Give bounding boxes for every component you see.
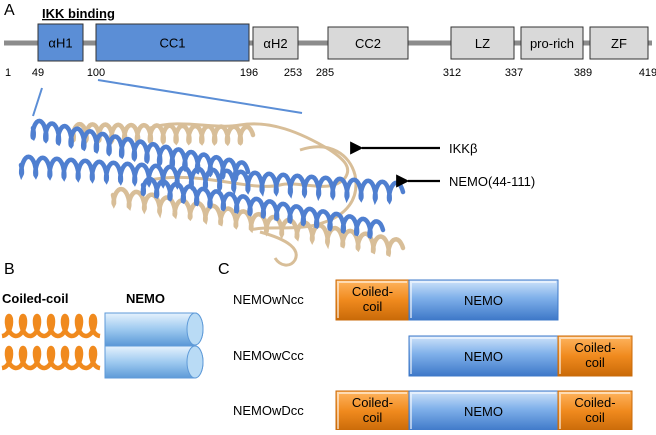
panel-a-label: A <box>4 2 15 19</box>
ikkb-loop-lower <box>249 145 358 232</box>
coiled-coil-segment <box>335 390 410 432</box>
coiled-coil-segment-label: Coiled-coil <box>574 395 615 425</box>
domain-label: αH1 <box>48 36 72 51</box>
position-tick-label: 337 <box>505 67 523 79</box>
domain-label: ZF <box>611 36 627 51</box>
position-tick-label: 1 <box>5 67 11 79</box>
coiled-coil-segment <box>557 390 633 432</box>
domain-label: CC1 <box>159 36 185 51</box>
ikk-binding-label: IKK binding <box>42 6 115 21</box>
coiled-coil-segment <box>557 335 633 377</box>
coiled-coil-label: Coiled-coil <box>2 291 68 306</box>
panel-b-label: B <box>4 261 15 278</box>
domain-h2-box <box>252 26 299 60</box>
ikkb-label: IKKβ <box>449 141 477 156</box>
domain-track: αH1 CC1 αH2 CC2 LZ pro-rich ZF <box>37 23 649 62</box>
nemo-label: NEMO <box>126 291 165 306</box>
nemo-segment-label: NEMO <box>464 404 503 419</box>
coiled-coil-segment <box>335 279 410 321</box>
domain-cc1-box <box>95 23 250 62</box>
coil-helix-1 <box>1 313 101 339</box>
position-tick-label: 100 <box>87 67 105 79</box>
domain-cc2-box <box>327 26 409 60</box>
nemo-segment-label: NEMO <box>464 293 503 308</box>
domain-lz-box <box>450 26 515 60</box>
domain-label: CC2 <box>355 36 381 51</box>
nemo-segment <box>408 335 559 377</box>
position-tick-label: 389 <box>574 67 592 79</box>
zoom-line-left <box>32 87 43 117</box>
position-tick-label: 253 <box>284 67 302 79</box>
ikkb-helix-2 <box>110 186 406 258</box>
position-ticks: 1 49 100 196 253 285 312 337 389 419 <box>5 67 656 79</box>
coiled-coil-segment-label: Coiled-coil <box>352 284 393 314</box>
domain-h1-box <box>37 23 84 62</box>
domain-zf-box <box>589 26 649 60</box>
nemo-dimer-cylinders <box>104 312 204 379</box>
construct-name: NEMOwCcc <box>233 348 304 363</box>
nemo-segment <box>408 390 559 432</box>
position-tick-label: 419 <box>639 67 656 79</box>
nemo-helix-3 <box>140 176 386 240</box>
coiled-coil-helices <box>1 313 101 371</box>
nemo-fragment-label: NEMO(44-111) <box>449 174 535 189</box>
ikkb-tail <box>259 230 298 267</box>
domain-label: αH2 <box>263 36 287 51</box>
nemo-helix-2 <box>18 154 406 206</box>
panel-c-label: C <box>218 261 230 278</box>
position-tick-label: 49 <box>32 67 44 79</box>
nemo-ikkb-structure <box>18 118 406 267</box>
nemo-segment-label: NEMO <box>464 349 503 364</box>
construct-name: NEMOwNcc <box>233 292 304 307</box>
position-tick-label: 285 <box>316 67 334 79</box>
domain-pro-rich-box <box>520 26 584 60</box>
construct-name: NEMOwDcc <box>233 403 304 418</box>
coiled-coil-segment-label: Coiled-coil <box>352 395 393 425</box>
position-tick-label: 196 <box>240 67 258 79</box>
domain-label: pro-rich <box>530 36 574 51</box>
domain-label: LZ <box>475 36 490 51</box>
coiled-coil-segment-label: Coiled-coil <box>574 340 615 370</box>
zoom-line-right <box>97 79 303 114</box>
nemo-segment <box>408 279 559 321</box>
position-tick-label: 312 <box>443 67 461 79</box>
coil-helix-2 <box>1 345 101 371</box>
